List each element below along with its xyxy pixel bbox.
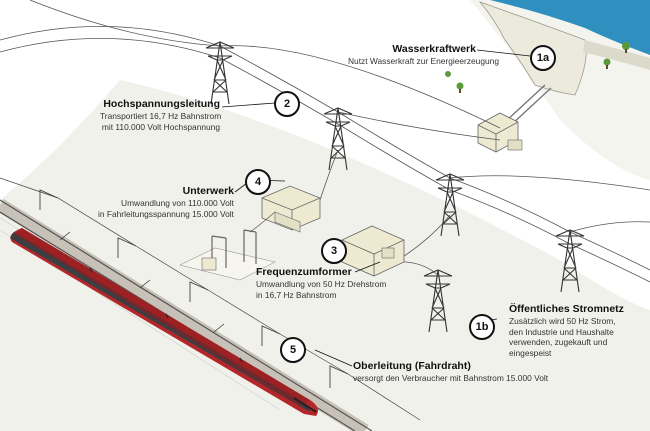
badge-2: 2	[274, 91, 300, 117]
badge-5: 5	[280, 337, 306, 363]
hochspannungsleitung-desc-2: mit 110.000 Volt Hochspannung	[101, 121, 220, 132]
substation	[179, 185, 321, 281]
catenary	[0, 177, 421, 421]
frequenzumformer-label: Frequenzumformer Umwandlung von 50 Hz Dr…	[256, 266, 386, 300]
penstock	[504, 84, 552, 126]
badge-1b: 1b	[469, 314, 495, 340]
badge-1a: 1a	[530, 45, 556, 71]
wasserkraftwerk-label: Wasserkraftwerk Nutzt Wasserkraft zur En…	[348, 43, 499, 67]
wasserkraftwerk-title: Wasserkraftwerk	[392, 43, 476, 55]
badge-4: 4	[245, 169, 271, 195]
badge-3: 3	[321, 238, 347, 264]
stromnetz-desc-4: eingespeist	[509, 347, 552, 358]
tree-icon	[445, 42, 630, 93]
frequency-converter-building	[341, 225, 405, 277]
stromnetz-label: Öffentliches Stromnetz Zusätzlich wird 5…	[509, 303, 624, 358]
stromnetz-title: Öffentliches Stromnetz	[509, 303, 624, 315]
power-station-building	[477, 112, 523, 153]
oberleitung-title: Oberleitung (Fahrdraht)	[353, 360, 471, 372]
lake	[490, 0, 650, 55]
oberleitung-label: Oberleitung (Fahrdraht) versorgt den Ver…	[353, 360, 548, 384]
stromnetz-desc-3: verwenden, zugekauft und	[509, 337, 608, 348]
unterwerk-title: Unterwerk	[182, 185, 234, 197]
hochspannungsleitung-label: Hochspannungsleitung Transportiert 16,7 …	[100, 98, 222, 132]
unterwerk-desc-1: Umwandlung von 110.000 Volt	[121, 198, 234, 209]
wasserkraftwerk-desc: Nutzt Wasserkraft zur Energieerzeugung	[348, 56, 499, 67]
stromnetz-desc-2: den Industrie und Haushalte	[509, 326, 614, 337]
train	[10, 228, 318, 416]
hochspannungsleitung-title: Hochspannungsleitung	[103, 98, 220, 110]
frequenzumformer-title: Frequenzumformer	[256, 266, 352, 278]
unterwerk-desc-2: in Fahrleitungsspannung 15.000 Volt	[98, 208, 234, 219]
unterwerk-label: Unterwerk Umwandlung von 110.000 Volt in…	[80, 185, 234, 219]
frequenzumformer-desc-1: Umwandlung von 50 Hz Drehstrom	[256, 279, 387, 290]
frequenzumformer-desc-2: in 16,7 Hz Bahnstrom	[256, 289, 337, 300]
oberleitung-desc: versorgt den Verbraucher mit Bahnstrom 1…	[353, 373, 549, 384]
hochspannungsleitung-desc-1: Transportiert 16,7 Hz Bahnstrom	[100, 111, 222, 122]
stromnetz-desc-1: Zusätzlich wird 50 Hz Strom,	[509, 316, 616, 327]
